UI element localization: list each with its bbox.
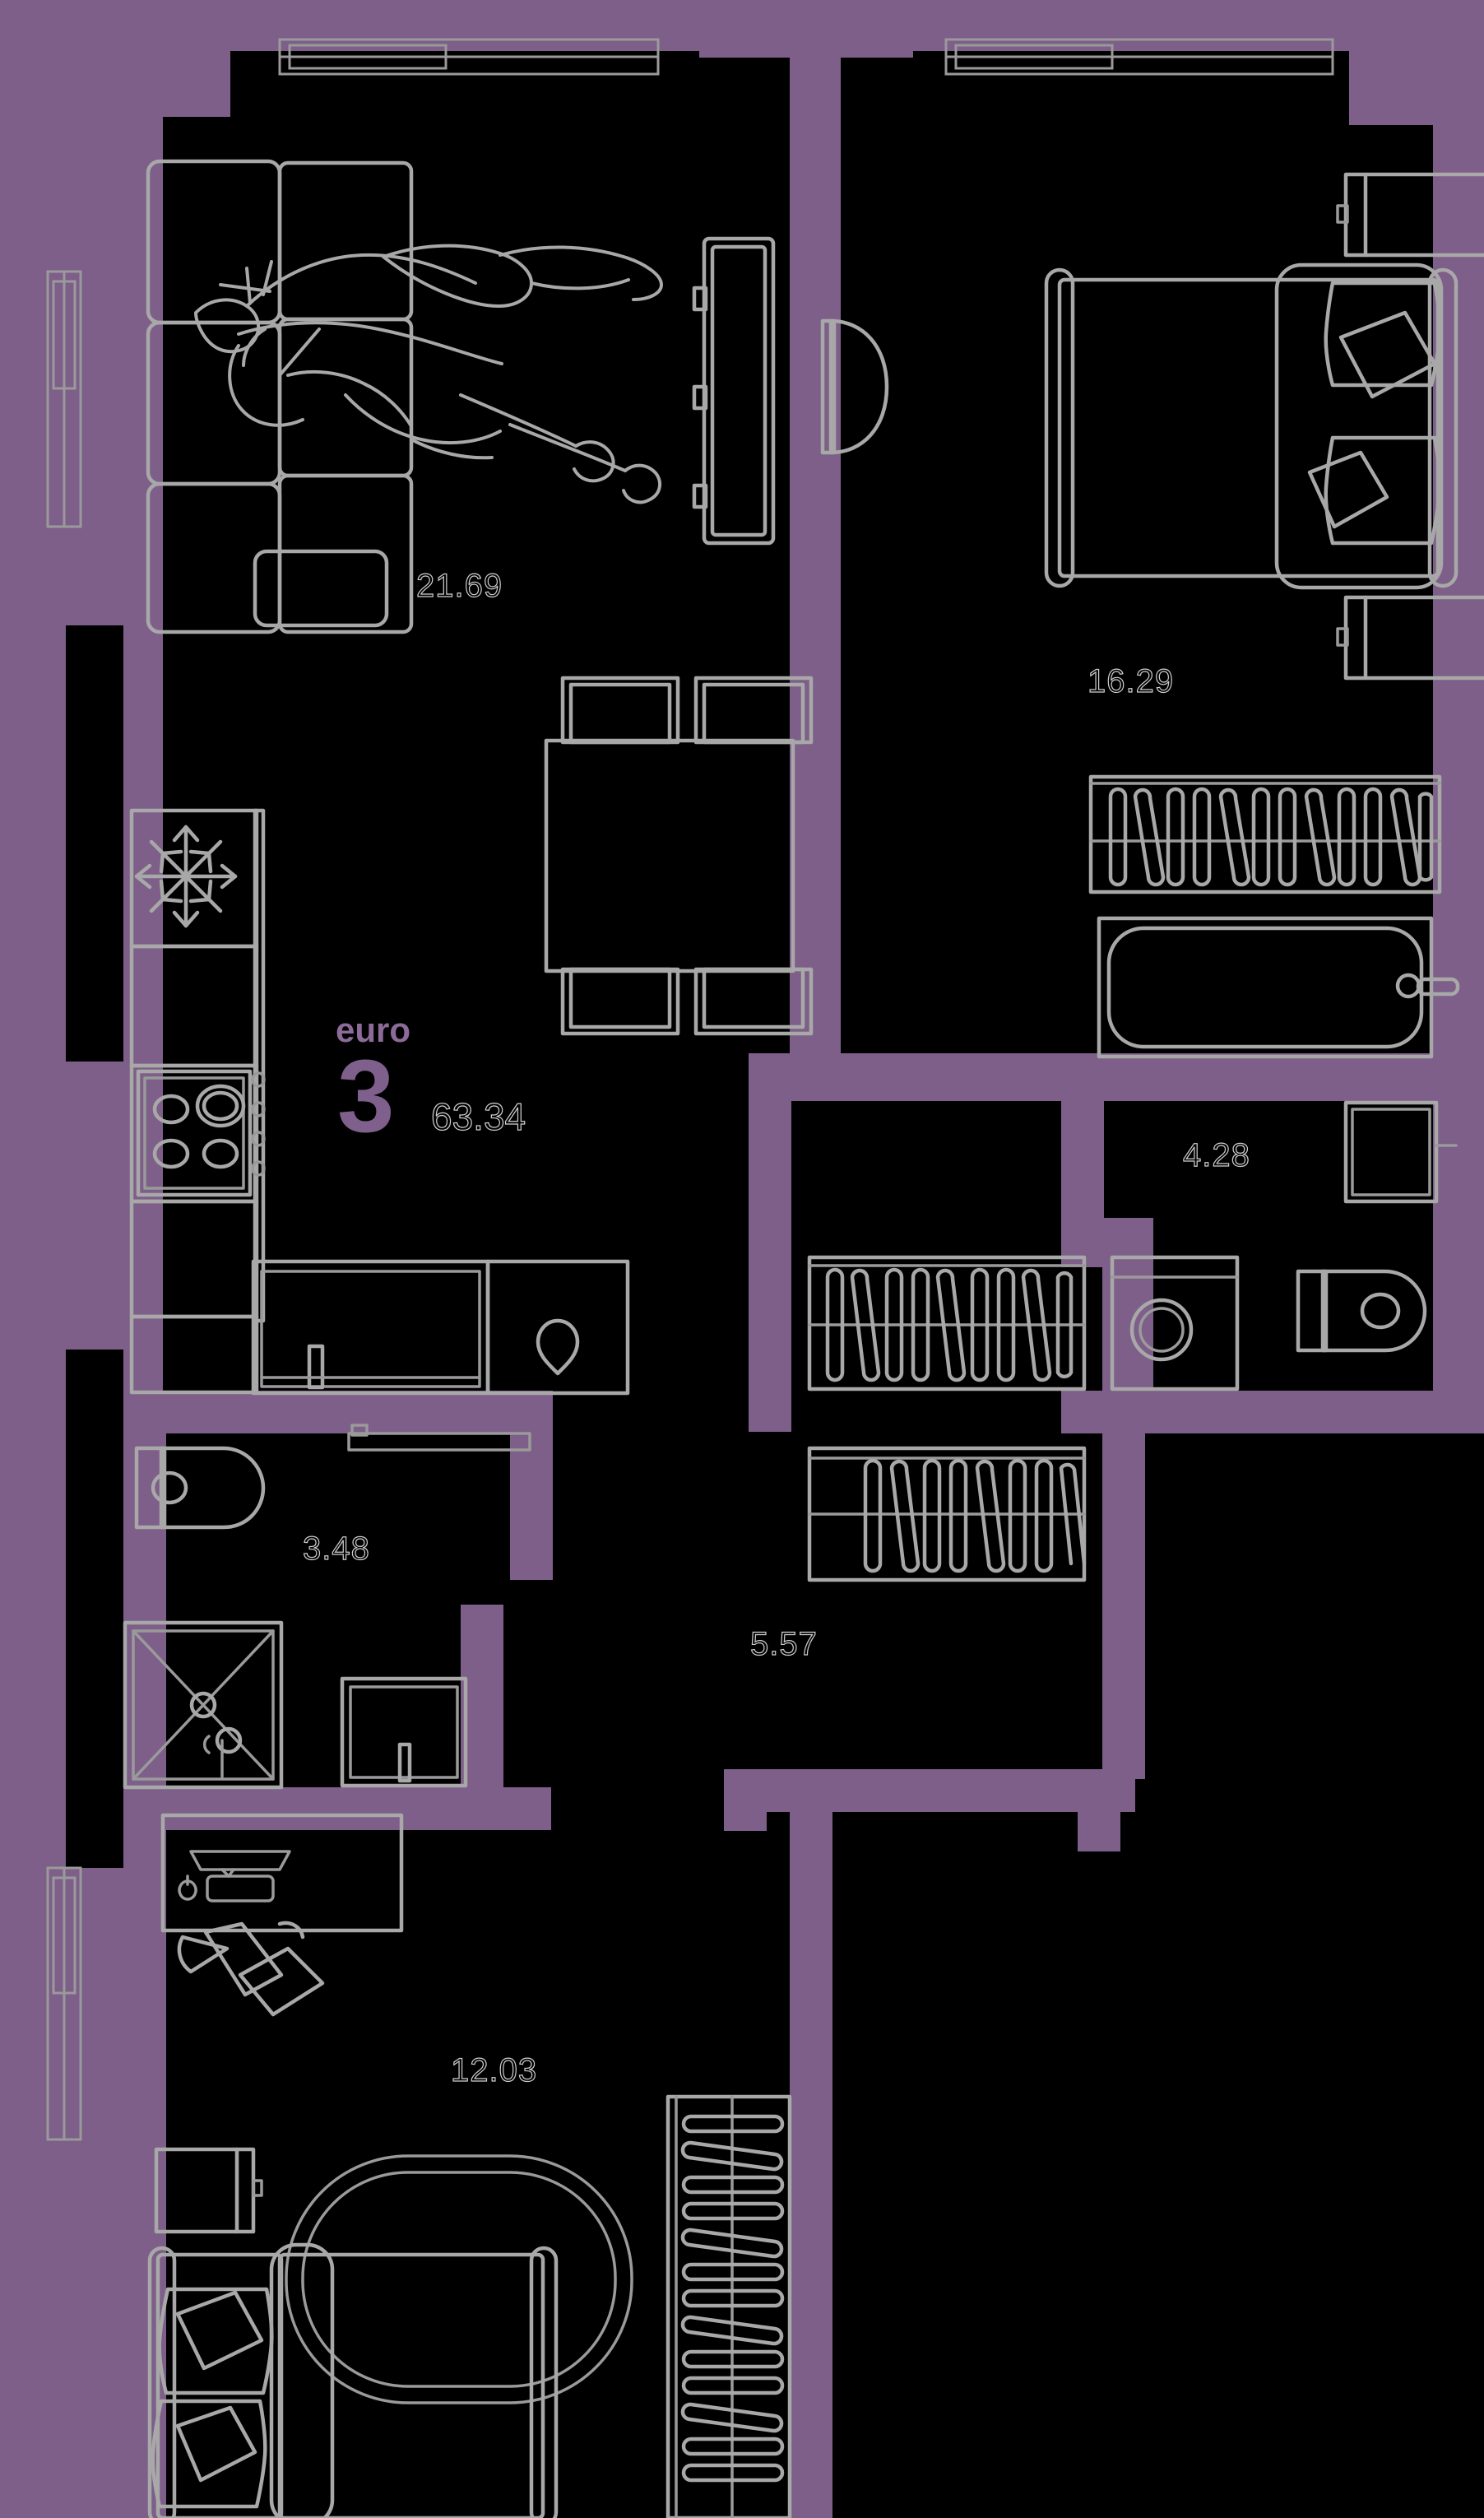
washbasin-guest xyxy=(340,1676,468,1788)
desk xyxy=(160,1813,404,1933)
room-area-living-kitchen: 21.69 xyxy=(415,567,503,604)
tv-unit xyxy=(692,236,889,546)
badge-euro-label: euro xyxy=(336,1010,411,1049)
refrigerator-icon xyxy=(134,825,238,928)
radiator-hall-lower xyxy=(807,1446,1087,1582)
countertop-shelf xyxy=(347,1424,531,1452)
kitchen-sink xyxy=(251,1259,490,1396)
dishwasher xyxy=(485,1259,630,1396)
person-reclining xyxy=(194,244,663,504)
dining-chairs xyxy=(560,676,814,1036)
washbasin-main xyxy=(1343,1100,1458,1204)
sofa-sectional xyxy=(146,159,414,634)
nightstand-bottom xyxy=(1336,595,1484,681)
nightstand-top xyxy=(1336,172,1484,258)
radiator-second xyxy=(665,2094,792,2518)
radiator-master xyxy=(1088,774,1442,894)
room-area-bathroom-main: 4.28 xyxy=(1182,1136,1250,1173)
toilet-guest xyxy=(134,1446,266,1530)
double-bed-master xyxy=(1044,262,1458,590)
room-area-bedroom-second: 12.03 xyxy=(450,2051,538,2088)
desk-chair xyxy=(177,1921,325,2017)
badge-total-area: 63.34 xyxy=(430,1094,526,1138)
windows-layer xyxy=(46,38,1334,2141)
room-area-bedroom-master: 16.29 xyxy=(1087,662,1175,699)
washing-machine xyxy=(1110,1255,1240,1391)
badge-room-count: 3 xyxy=(337,1039,395,1154)
toilet-main xyxy=(1296,1269,1427,1353)
room-area-hallway: 5.57 xyxy=(749,1625,818,1662)
cooktop-icon xyxy=(136,1069,266,1197)
bathtub xyxy=(1097,916,1460,1059)
rug xyxy=(285,2154,633,2404)
double-bed-second xyxy=(147,2242,559,2518)
dining-table xyxy=(544,738,795,973)
shower-tray xyxy=(123,1620,284,1790)
nightstand-second xyxy=(154,2147,263,2234)
room-area-bathroom-guest: 3.48 xyxy=(302,1530,370,1567)
radiator-hall-upper xyxy=(807,1255,1087,1391)
